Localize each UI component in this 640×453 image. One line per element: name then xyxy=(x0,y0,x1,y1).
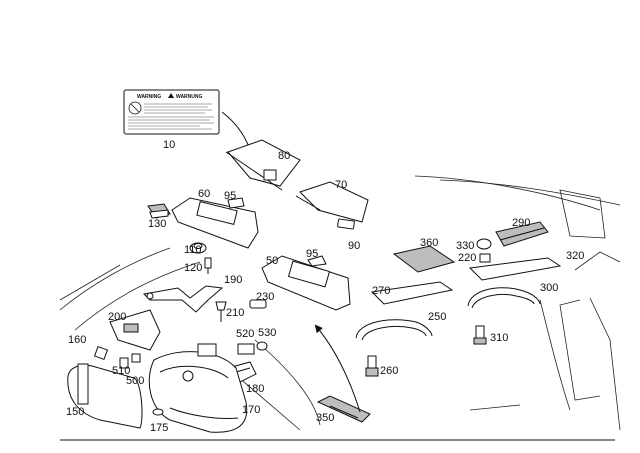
callout-290: 290 xyxy=(512,217,530,229)
bolt-110 xyxy=(189,242,207,254)
grab-handle-250 xyxy=(355,319,433,339)
callout-310: 310 xyxy=(490,332,508,344)
clip-500 xyxy=(131,353,141,363)
warning-label-title-left: WARNING xyxy=(137,94,161,100)
callout-10: 10 xyxy=(163,139,175,151)
callout-200: 200 xyxy=(108,311,126,323)
bulb-holder-520 xyxy=(237,343,255,355)
callout-220: 220 xyxy=(458,252,476,264)
callout-300: 300 xyxy=(540,282,558,294)
bulb-530 xyxy=(256,341,268,351)
callout-350: 350 xyxy=(316,412,334,424)
arrow-mount-direction xyxy=(314,324,361,413)
warning-label: WARNING WARNUNG xyxy=(123,89,220,135)
callout-260: 260 xyxy=(380,365,398,377)
callout-190: 190 xyxy=(224,274,242,286)
callout-360: 360 xyxy=(420,237,438,249)
plug-260 xyxy=(365,355,379,377)
mirror-cover-90 xyxy=(337,218,355,230)
callout-150: 150 xyxy=(66,406,84,418)
screw-120 xyxy=(204,257,212,274)
arrow-label-to-visor xyxy=(221,111,252,152)
callout-510: 510 xyxy=(112,365,130,377)
callout-70: 70 xyxy=(335,179,347,191)
callout-160: 160 xyxy=(68,334,86,346)
callout-270: 270 xyxy=(372,285,390,297)
callout-500: 500 xyxy=(126,375,144,387)
rail-270 xyxy=(370,281,454,305)
callout-95a: 95 xyxy=(224,190,236,202)
callout-520: 520 xyxy=(236,328,254,340)
plug-310 xyxy=(473,325,487,345)
visor-clip-95a xyxy=(227,197,245,209)
grab-handle-300 xyxy=(467,287,541,307)
cover-360 xyxy=(392,245,456,273)
lamp-bracket-200 xyxy=(109,309,161,351)
visor-flap-rod-70 xyxy=(295,195,321,211)
callout-250: 250 xyxy=(428,311,446,323)
callout-230: 230 xyxy=(256,291,274,303)
sun-visor-flap-80 xyxy=(225,139,301,191)
callout-110: 110 xyxy=(184,244,202,256)
clip-160 xyxy=(93,345,109,361)
callout-210: 210 xyxy=(226,307,244,319)
bulb-175 xyxy=(152,408,164,416)
clip-510 xyxy=(119,357,129,369)
callout-530: 530 xyxy=(258,327,276,339)
callout-330: 330 xyxy=(456,240,474,252)
callout-95b: 95 xyxy=(306,248,318,260)
lamp-assembly-170 xyxy=(148,343,248,433)
pad-230 xyxy=(249,299,267,309)
spacer-220 xyxy=(479,253,491,263)
sun-visor-right-50 xyxy=(261,255,351,311)
callout-labels: 10 80 60 95 70 130 90 110 120 95 50 190 360 290 330220… xyxy=(66,139,584,434)
callout-320: 320 xyxy=(566,250,584,262)
interior-mirror-150 xyxy=(67,363,143,429)
hinge-bracket-190 xyxy=(142,285,224,313)
warning-label-title-right: WARNUNG xyxy=(176,94,202,100)
callout-175: 175 xyxy=(150,422,168,434)
sun-visor-left-60 xyxy=(171,197,259,249)
grab-handle-290 xyxy=(495,221,549,247)
callout-130: 130 xyxy=(148,218,166,230)
visor-mount-130 xyxy=(147,203,171,219)
rail-320 xyxy=(468,257,562,281)
sun-visor-flap-70 xyxy=(299,181,369,223)
callout-120: 120 xyxy=(184,262,202,274)
callout-80: 80 xyxy=(278,150,290,162)
callout-90: 90 xyxy=(348,240,360,252)
callout-170: 170 xyxy=(242,404,260,416)
callout-60: 60 xyxy=(198,188,210,200)
bracket-350 xyxy=(316,395,371,423)
screw-210 xyxy=(215,301,227,322)
nut-330 xyxy=(476,238,492,250)
callout-50: 50 xyxy=(266,255,278,267)
visor-clip-95b xyxy=(307,255,327,267)
callout-180: 180 xyxy=(246,383,264,395)
